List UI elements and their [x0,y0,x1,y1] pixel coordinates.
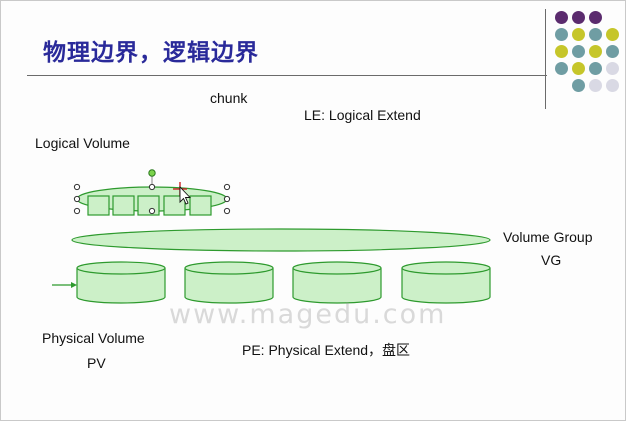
decor-dot [572,11,585,24]
resize-handle[interactable] [223,195,231,203]
logical-extent-3 [137,195,160,216]
rotate-handle[interactable] [148,169,156,177]
pe-label: PE: Physical Extend，盘区 [242,342,411,358]
decor-dot [572,79,585,92]
decor-dot [589,28,602,41]
physical-volume-3[interactable] [292,261,382,304]
physical-volume-1[interactable] [76,261,166,304]
chunk-label: chunk [210,90,248,106]
physical-volume-4[interactable] [401,261,491,304]
physical-volume-2[interactable] [184,261,274,304]
decor-dot [555,45,568,58]
watermark: www.magedu.com [169,299,447,330]
move-cursor-icon [173,182,192,205]
resize-handle[interactable] [73,195,81,203]
decor-dot [606,28,619,41]
decor-dot [589,45,602,58]
decor-dot [606,45,619,58]
title-rule [27,75,547,76]
logical-extent-5 [189,195,212,216]
arrow-head-icon [71,282,77,288]
slide-title: 物理边界，逻辑边界 [43,40,259,66]
vg-label: VG [541,252,562,268]
decor-dot [572,45,585,58]
resize-handle[interactable] [223,207,231,215]
physical-volume-label: Physical Volume [42,330,145,346]
decor-dot [555,11,568,24]
decor-dot [572,28,585,41]
volume-group-label: Volume Group [503,229,593,245]
logical-volume-label: Logical Volume [35,135,130,151]
selection-handles[interactable] [73,169,231,215]
logical-extent-1 [87,195,110,216]
decor-dot [555,28,568,41]
corner-rule [545,9,546,109]
decor-dot [589,62,602,75]
decor-dot [606,62,619,75]
resize-handle[interactable] [223,183,231,191]
resize-handle[interactable] [73,183,81,191]
le-label: LE: Logical Extend [304,107,421,123]
decor-dot [555,62,568,75]
volume-group-ellipse[interactable] [71,228,491,252]
logical-extent-2 [112,195,135,216]
decor-dot [589,11,602,24]
resize-handle[interactable] [148,183,156,191]
resize-handle[interactable] [73,207,81,215]
pv-label: PV [87,355,106,371]
decor-dot [572,62,585,75]
decor-dot [606,79,619,92]
resize-handle[interactable] [148,207,156,215]
decor-dot [589,79,602,92]
